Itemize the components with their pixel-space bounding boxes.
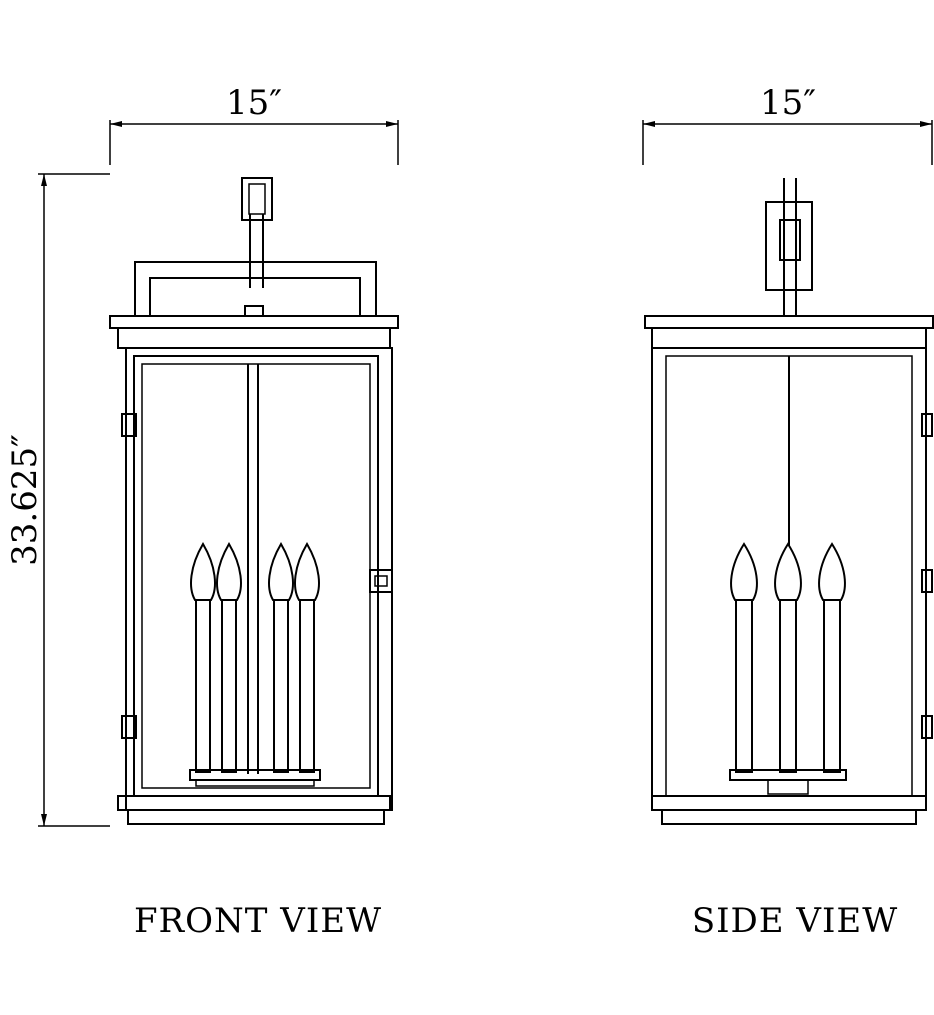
- side-candles: [729, 542, 847, 795]
- side-view-lantern: [644, 178, 934, 825]
- side-width-dimension: 15″: [642, 83, 933, 165]
- height-dimension: 33.625″: [5, 173, 110, 827]
- front-width-label: 15″: [226, 83, 282, 123]
- side-view-caption: SIDE VIEW: [692, 901, 898, 941]
- front-view-caption: FRONT VIEW: [134, 901, 382, 941]
- front-candles: [189, 542, 321, 787]
- front-width-dimension: 15″: [109, 83, 399, 165]
- height-label: 33.625″: [5, 434, 45, 566]
- side-width-label: 15″: [760, 83, 816, 123]
- front-view-lantern: [109, 177, 399, 825]
